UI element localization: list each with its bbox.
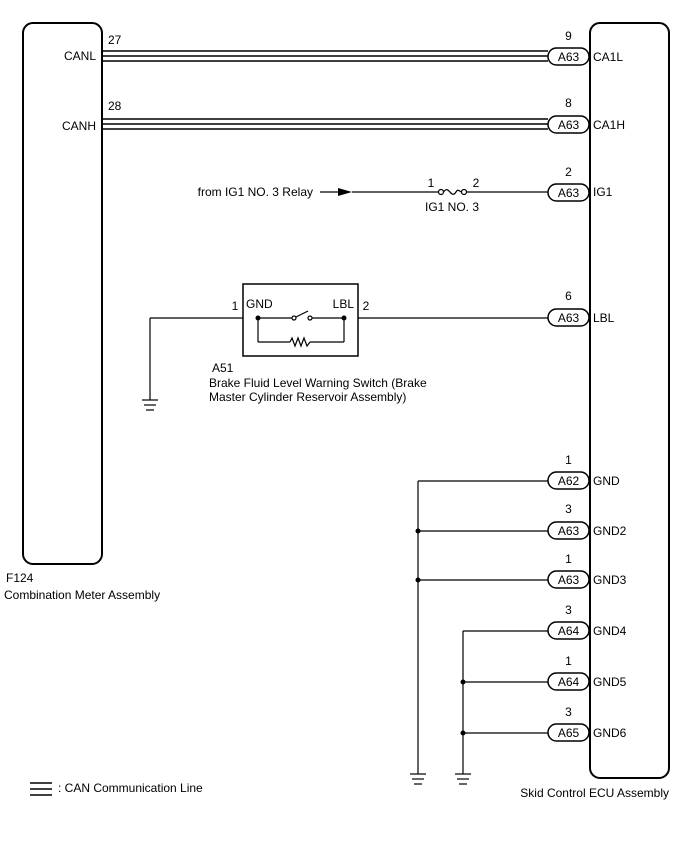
- terminal-pin: 2: [565, 165, 572, 179]
- terminal-name: GND2: [593, 524, 627, 538]
- connector-code: A63: [558, 524, 580, 538]
- terminal-pin: 6: [565, 289, 572, 303]
- switch-label-lbl: LBL: [333, 297, 355, 311]
- ecu-terminal-ig1: A63 2 IG1: [547, 165, 613, 202]
- ecu-terminal-gnd: A62 1 GND: [547, 453, 620, 490]
- connector-code: A63: [558, 573, 580, 587]
- brake-fluid-switch-box: [242, 283, 359, 357]
- ig1-source-label: from IG1 NO. 3 Relay: [198, 185, 313, 199]
- connector-code: A63: [558, 311, 580, 325]
- skid-control-ecu-box: [589, 22, 670, 779]
- terminal-name: GND3: [593, 573, 627, 587]
- fuse-icon: [437, 188, 468, 196]
- connector-code: A64: [558, 675, 580, 689]
- connector-pill: [547, 723, 590, 742]
- left-component-name: Combination Meter Assembly: [4, 588, 160, 602]
- terminal-pin: 9: [565, 29, 572, 43]
- ecu-terminal-gnd4: A64 3 GND4: [547, 603, 627, 640]
- ground-icon: [410, 773, 426, 785]
- connector-pill: [547, 471, 590, 490]
- switch-code: A51: [212, 361, 234, 375]
- connector-pill: [547, 47, 590, 66]
- terminal-pin: 3: [565, 502, 572, 516]
- can-line-canh: [102, 118, 548, 130]
- combination-meter-box: [22, 22, 103, 565]
- terminal-name: GND6: [593, 726, 627, 740]
- terminal-pin: 1: [565, 654, 572, 668]
- right-component-name: Skid Control ECU Assembly: [520, 786, 669, 800]
- terminal-name: IG1: [593, 185, 613, 199]
- terminal-name: LBL: [593, 311, 615, 325]
- connector-code: A63: [558, 186, 580, 200]
- terminal-name: GND4: [593, 624, 627, 638]
- connector-pill: [547, 115, 590, 134]
- connector-code: A62: [558, 474, 580, 488]
- fuse-pin-out: 2: [473, 176, 480, 190]
- ecu-ground-bus-1: [415, 480, 548, 774]
- switch-pin-left: 1: [232, 299, 239, 313]
- terminal-pin: 3: [565, 603, 572, 617]
- connector-pill: [547, 183, 590, 202]
- connector-code: A65: [558, 726, 580, 740]
- fuse-pin-in: 1: [428, 176, 435, 190]
- ecu-terminal-ca1l: A63 9 CA1L: [547, 29, 623, 66]
- ig1-arrow-icon: [338, 188, 352, 196]
- terminal-name: GND: [593, 474, 620, 488]
- left-component-code: F124: [6, 571, 34, 585]
- terminal-name: GND5: [593, 675, 627, 689]
- connector-pill: [547, 308, 590, 327]
- connector-pill: [547, 621, 590, 640]
- connector-pill: [547, 672, 590, 691]
- terminal-pin: 3: [565, 705, 572, 719]
- connector-pill: [547, 570, 590, 589]
- ground-icon: [142, 399, 158, 411]
- can-line-canl: [102, 50, 548, 62]
- ecu-terminal-gnd5: A64 1 GND5: [547, 654, 627, 691]
- fuse-name: IG1 NO. 3: [425, 200, 479, 214]
- connector-pill: [547, 521, 590, 540]
- terminal-pin: 1: [565, 453, 572, 467]
- switch-pin-right: 2: [363, 299, 370, 313]
- left-pin-number-28: 28: [108, 99, 122, 113]
- ecu-terminal-lbl: A63 6 LBL: [547, 289, 615, 327]
- ecu-terminal-gnd2: A63 3 GND2: [547, 502, 627, 540]
- left-pin-name-canh: CANH: [62, 119, 96, 133]
- switch-name-line1: Brake Fluid Level Warning Switch (Brake: [209, 376, 427, 390]
- connector-code: A63: [558, 50, 580, 64]
- ground-icon: [455, 773, 471, 785]
- connector-code: A64: [558, 624, 580, 638]
- switch-name-line2: Master Cylinder Reservoir Assembly): [209, 390, 406, 404]
- resistor-icon: [289, 336, 311, 348]
- switch-label-gnd: GND: [246, 297, 273, 311]
- ecu-ground-bus-2: [460, 630, 548, 774]
- switch-internal-circuit: [255, 310, 347, 348]
- terminal-pin: 8: [565, 96, 572, 110]
- terminal-pin: 1: [565, 552, 572, 566]
- legend-text: : CAN Communication Line: [58, 781, 203, 795]
- ecu-terminal-gnd3: A63 1 GND3: [547, 552, 627, 589]
- connector-code: A63: [558, 118, 580, 132]
- terminal-name: CA1L: [593, 50, 623, 64]
- left-pin-name-canl: CANL: [64, 49, 96, 63]
- left-pin-number-27: 27: [108, 33, 122, 47]
- ecu-terminal-ca1h: A63 8 CA1H: [547, 96, 625, 134]
- ecu-terminal-gnd6: A65 3 GND6: [547, 705, 627, 742]
- terminal-name: CA1H: [593, 118, 625, 132]
- can-line-legend-icon: [30, 782, 52, 796]
